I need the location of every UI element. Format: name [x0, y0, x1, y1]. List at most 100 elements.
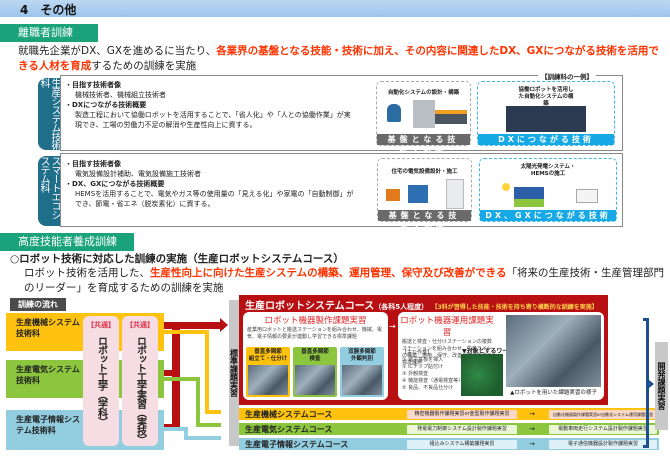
- development-practice: 電子通信機器設計製作課題実習: [549, 439, 657, 449]
- card-description: ・目指す技術者像 電気設備設計補助、電気設備施工技術者 ・DX、GXにつながる技…: [65, 159, 355, 209]
- practice-title: ロボット機器運用課題実習: [400, 316, 494, 338]
- panel-icon: [386, 189, 400, 201]
- course-panel-title: 生産ロボットシステムコース（各科5人程度） 【3科が習得した技能・技術を持ち寄り…: [245, 297, 598, 312]
- green-arrow: [196, 377, 200, 426]
- dx-heading: ・DX、GXにつながる技術概要: [65, 180, 165, 188]
- course-name: 生産電気システムコース: [245, 424, 333, 434]
- task-item: ② ICチップ貼付け: [402, 364, 444, 370]
- task-item: ③ 外観検査: [402, 371, 429, 377]
- blue-arrow: [184, 436, 221, 440]
- goal-heading: ・目指す技術者像: [65, 160, 121, 168]
- arrow-head-icon: [220, 318, 228, 332]
- course-name: 生産機械システムコース: [245, 409, 333, 419]
- dept-name: 生産電子情報システム技術科: [16, 415, 80, 435]
- example-title: 自動化システムの設計・構築: [387, 90, 460, 96]
- intro-highlight: きる人材を育成: [18, 60, 92, 72]
- card-tab-production-system: 生産システム技術科: [38, 78, 60, 150]
- dx-heading: ・DXにつながる技術概要: [65, 101, 147, 109]
- common-title: ロボット工学（学科）: [95, 336, 107, 426]
- yellow-arrow: [205, 410, 221, 414]
- task-list: 【主な作業】 ① 電子基板を挿入 ② ICチップ貼付け ③ 外観検査 ④ 機能検…: [402, 350, 464, 392]
- pcb-photo: [461, 354, 503, 396]
- robot-card: 垂直多関節検査: [293, 347, 337, 397]
- dept-name: 生産電気システム技術科: [16, 365, 80, 385]
- dx-skill-example: 協働ロボットを活用した自動化システムの構築 DXにつながる技術: [477, 81, 615, 146]
- goal-text: 機械技術者、機械組立技術者: [75, 91, 166, 99]
- house-icon: [408, 185, 428, 203]
- dev-row: 電動車両走行システム設計製作課題実習: [547, 423, 659, 435]
- task-heading: 【主な作業】: [402, 350, 433, 356]
- practice-desc: 搬送と検査・仕分けステーションの複数ステーションを組み合わせ、生産ラインの構築、…: [402, 339, 492, 366]
- practice-title: ロボット機器製作課題実習: [264, 316, 367, 326]
- machine-icon: [413, 100, 435, 128]
- arrow-icon: →: [529, 425, 535, 433]
- course-card: ・目指す技術者像 機械技術者、機械組立技術者 ・DXにつながる技術概要 製造工程…: [60, 75, 623, 155]
- dx-gx-skill-example: 太陽光発電システム・HEMSの施工 DX、GXにつながる技術: [479, 158, 617, 222]
- intro-text: 就職先企業がDX、GXを進めるに当たり、: [18, 45, 217, 57]
- dx-text: 製造工程において協働ロボットを活用することで、「省人化」や「人との協働作業」が実…: [75, 111, 351, 129]
- course-card: ・目指す技術者像 電気設備設計補助、電気設備施工技術者 ・DX、GXにつながる技…: [60, 153, 623, 231]
- course-capacity: （各科5人程度）: [374, 303, 429, 311]
- dev-row: 電子通信機器設計製作課題実習: [547, 438, 659, 450]
- section2-heading: ○ロボット技術に対応した訓練の実施（生産ロボットシステムコース）: [10, 253, 344, 265]
- example-caption: 【訓練科の一例】: [538, 71, 596, 81]
- example-title: 協働ロボットを活用した自動化システムの構築: [518, 87, 574, 107]
- blue-arrow: [184, 427, 188, 439]
- goal-heading: ・目指す技術者像: [65, 81, 121, 89]
- yellow-arrow: [205, 330, 209, 413]
- intro-highlight: 各業界の基盤となる技能・技術に加え、その内容に関連したDX、GXにつながる技術を…: [216, 45, 659, 57]
- dx-text: HEMSを活用することで、電気やガス等の使用量の「見える化」や家電の「自動制御」…: [75, 190, 354, 208]
- robot-photo: [295, 365, 335, 395]
- robot-course-panel: 生産ロボットシステムコース（各科5人程度） 【3科が習得した技能・技術を持ち寄り…: [239, 295, 608, 405]
- standard-practice: 発電電力制御システム設計製作課題実習: [407, 424, 517, 434]
- dev-row: 自動化機器製作課題実習or自動化システム運用課題実習: [547, 408, 659, 420]
- robot-fabrication-practice: ロボット機器製作課題実習 産業用ロボットと搬送ステーションを組み合わせ、機械、電…: [243, 312, 388, 400]
- goal-text: 電気設備設計補助、電気設備施工技術者: [75, 170, 201, 178]
- intro-text: 「将来の生産技術・生産管理部門のリーダー」を育成するための訓練を実施: [24, 267, 664, 294]
- work-caption: ▼対象とするワーク: [462, 348, 515, 355]
- green-arrow: [164, 377, 198, 381]
- intro-highlight: 生産性向上に向けた生産システムの構築、運用管理、保守及び改善ができる: [150, 267, 507, 279]
- development-project-bar: 開発課題実習: [655, 342, 668, 430]
- section1-intro: 就職先企業がDX、GXを進めるに当たり、各業界の基盤となる技能・技術に加え、その…: [18, 44, 668, 74]
- practice-photo: [506, 315, 601, 387]
- arrow-icon: →: [389, 322, 396, 331]
- course-row-mechanical: 生産機械システムコース 精密機器製作課題実習or金型製作課題実習 →: [239, 408, 608, 420]
- course-row-electronic: 生産電子情報システムコース 組込みシステム構築課題実習 →: [239, 438, 608, 450]
- worker-icon: [387, 104, 401, 122]
- intro-text: ロボット技術を活用した、: [24, 267, 150, 279]
- course-note: 【3科が習得した技能・技術を持ち寄り横断的な訓練を実施】: [431, 304, 598, 311]
- robot-name: 垂直多関節検査: [301, 349, 329, 362]
- red-arrow-branch: [164, 370, 176, 376]
- common-course-practice: 【共通】 ロボット工学実習（実技）: [122, 316, 158, 446]
- common-course-lecture: 【共通】 ロボット工学（学科）: [83, 316, 119, 446]
- standard-practice: 精密機器製作課題実習or金型製作課題実習: [407, 409, 517, 419]
- development-practice: 自動化機器製作課題実習or自動化システム運用課題実習: [549, 409, 657, 419]
- photo-caption: ▲ロボットを用いた課題実習の様子: [510, 390, 597, 396]
- standard-project-bar: 標準課題実習: [229, 300, 239, 446]
- example-title: 住宅の電気設備設計・施工: [391, 169, 458, 175]
- common-tag: 【共通】: [87, 321, 115, 329]
- flow-label: 訓練の流れ: [10, 298, 66, 311]
- section-header: 4 その他: [0, 0, 670, 17]
- arrow-head-icon: [649, 380, 654, 388]
- robot-name: 垂直多関節組立て・仕分け: [248, 349, 288, 362]
- appliance-icon: [446, 179, 464, 209]
- task-item: ④ 機能検査（通電検査等）: [402, 378, 464, 384]
- green-arrow: [196, 423, 221, 427]
- section-title: 4 その他: [20, 3, 77, 17]
- yellow-arrow: [164, 330, 208, 334]
- intro-text: するための訓練を実施: [91, 60, 197, 72]
- robot-name: 双腕多関節外観判別: [348, 349, 376, 362]
- solar-house-icon: [514, 187, 544, 207]
- example-footer: 基盤となる技能・技術: [377, 134, 470, 155]
- robot-photo: [248, 365, 288, 395]
- robot-card: 垂直多関節組立て・仕分け: [246, 347, 290, 397]
- section-label-retraining: 離職者訓練: [0, 24, 98, 42]
- example-footer: 基盤となる技能・技術: [378, 210, 471, 231]
- bracket: [643, 318, 649, 448]
- robot-operation-practice: ロボット機器運用課題実習 搬送と検査・仕分けステーションの複数ステーションを組み…: [398, 312, 604, 400]
- section2-intro: ロボット技術を活用した、生産性向上に向けた生産システムの構築、運用管理、保守及び…: [24, 266, 669, 296]
- sun-icon: [502, 183, 510, 191]
- course-row-electrical: 生産電気システムコース 発電電力制御システム設計製作課題実習 →: [239, 423, 608, 435]
